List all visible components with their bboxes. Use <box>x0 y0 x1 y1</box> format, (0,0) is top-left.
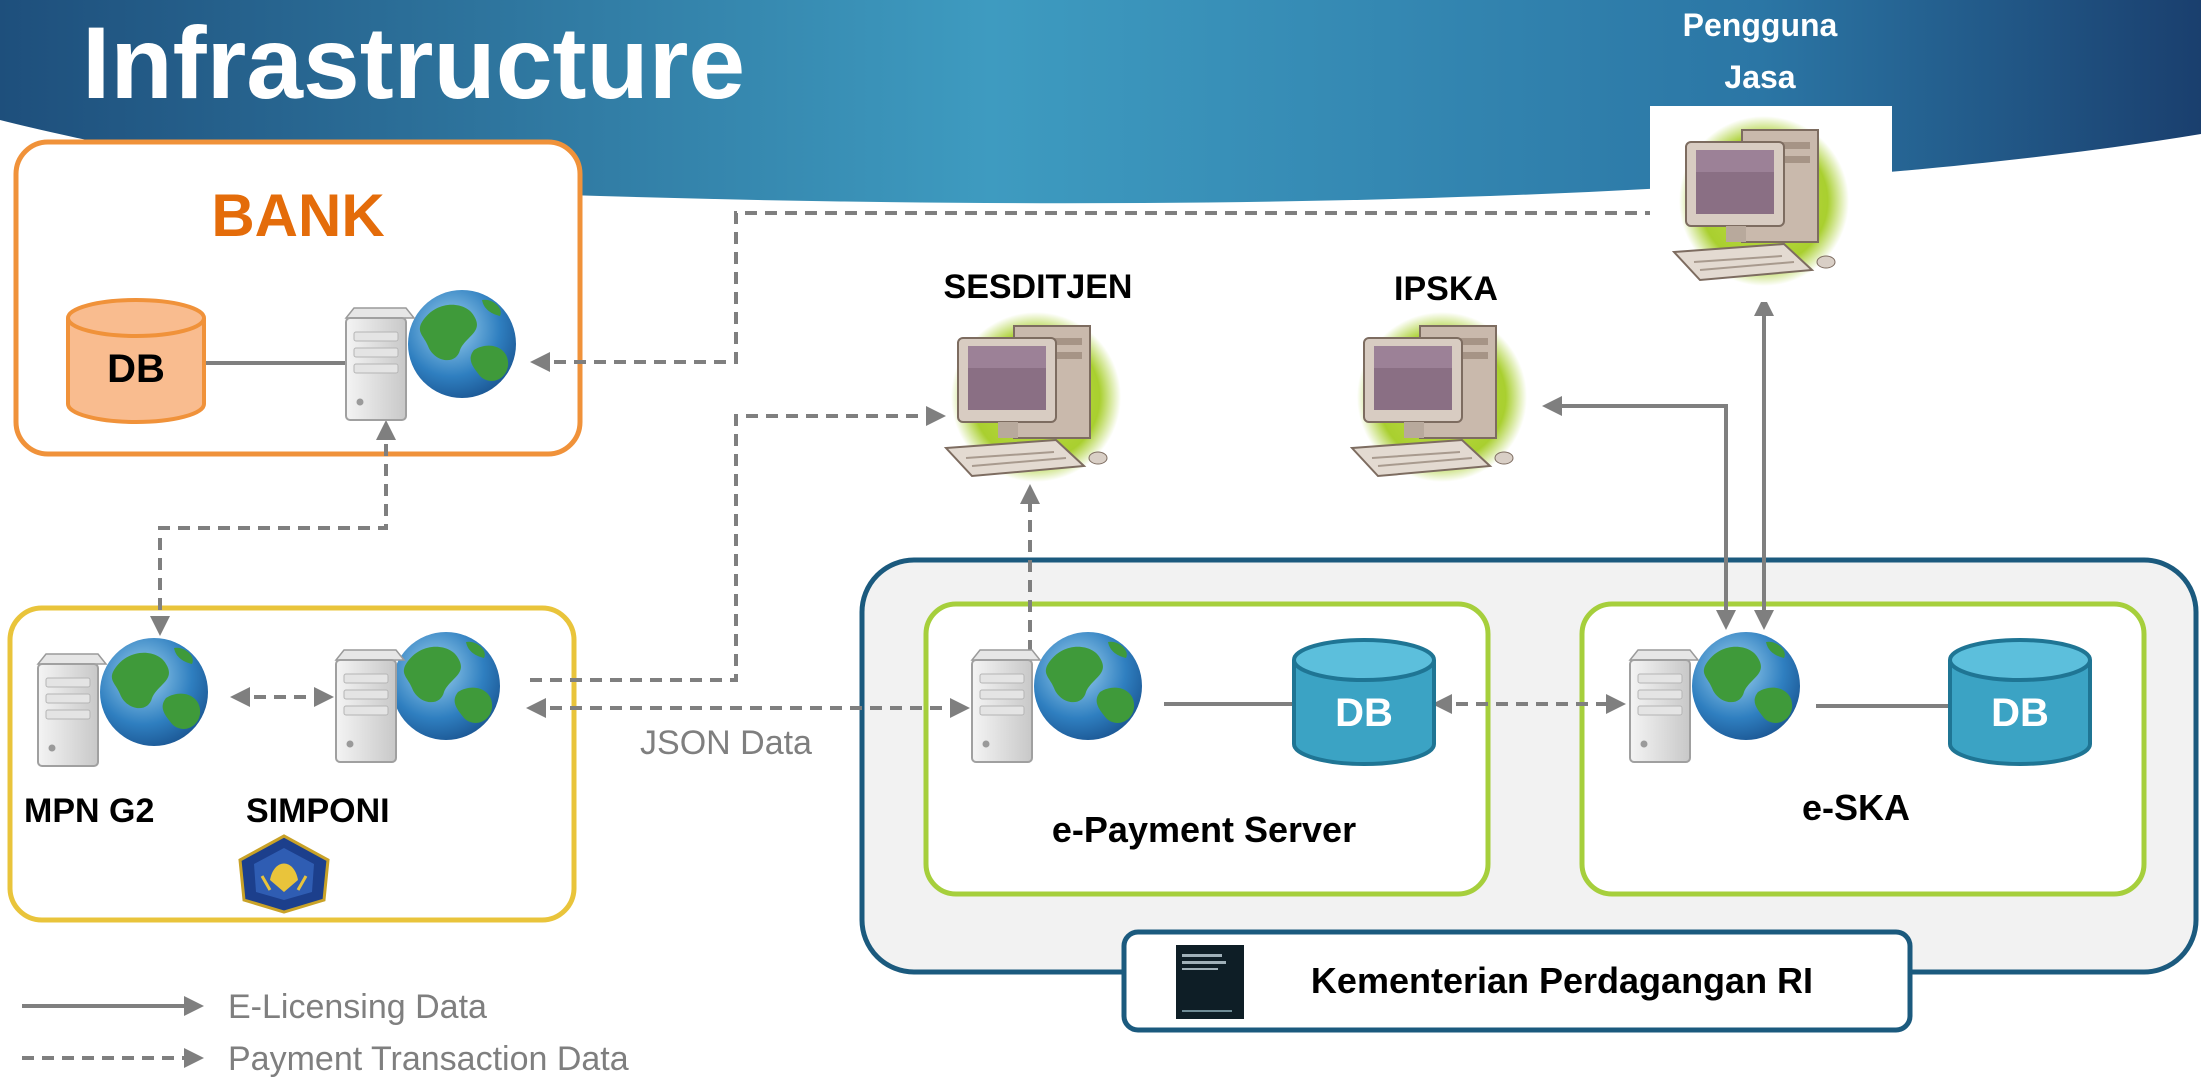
kemenkeu-emblem <box>238 834 330 914</box>
pengguna-computer-icon <box>1673 115 1850 287</box>
epayment-label: e-Payment Server <box>1052 809 1356 850</box>
legend-solid-label: E-Licensing Data <box>228 988 487 1026</box>
mpn-label: MPN G2 <box>24 792 154 830</box>
kemendag-label: Kementerian Perdagangan RI <box>1311 960 1813 1001</box>
bank-label: BANK <box>211 182 384 249</box>
eska-label: e-SKA <box>1802 787 1910 828</box>
pengguna-label-line2: Jasa <box>1724 59 1795 95</box>
connectors <box>150 203 1950 718</box>
legend: E-Licensing Data Payment Transaction Dat… <box>22 988 629 1078</box>
connector-simponi-sesditjen <box>530 406 946 682</box>
eska-db-label: DB <box>1991 691 2049 735</box>
bank-db-label: DB <box>107 347 165 391</box>
kemendag-label-box <box>1121 929 1913 1033</box>
epayment-db-icon <box>1292 638 1436 766</box>
kemendag-logo <box>1176 945 1244 1019</box>
epayment-db-label: DB <box>1335 691 1393 735</box>
page-title: Infrastructure <box>82 6 745 120</box>
ipska-computer-icon <box>1351 311 1528 483</box>
pengguna-label-line1: Pengguna <box>1683 7 1838 43</box>
eska-db-icon <box>1948 638 2092 766</box>
simponi-label: SIMPONI <box>246 792 390 830</box>
connector-eska-ipska <box>1542 396 1736 630</box>
ipska-label: IPSKA <box>1394 270 1498 308</box>
bank-db-icon <box>66 298 206 424</box>
connector-bank-pengguna <box>530 203 1680 372</box>
sesditjen-label: SESDITJEN <box>944 268 1133 306</box>
sesditjen-computer-icon <box>945 311 1122 483</box>
json-data-label: JSON Data <box>640 724 812 762</box>
legend-dashed-label: Payment Transaction Data <box>228 1040 629 1078</box>
connector-bank-mpn <box>150 420 396 636</box>
